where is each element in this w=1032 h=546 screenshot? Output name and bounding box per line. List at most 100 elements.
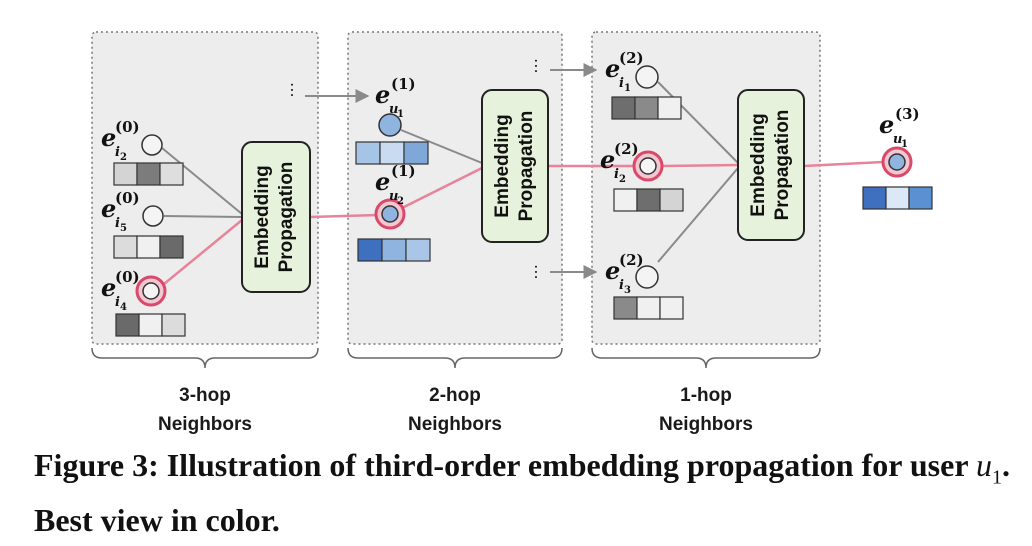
svg-text:e: e <box>375 167 390 196</box>
edge-u1-to-box2 <box>400 129 483 164</box>
svg-text:(0): (0) <box>115 189 140 207</box>
edge-i4-to-box1 <box>163 219 243 285</box>
edge-u2-to-box2 <box>401 166 483 210</box>
svg-text:(1): (1) <box>391 162 416 180</box>
vector-i3-2 <box>613 296 684 320</box>
caption-suffix: . Best view in color. <box>34 447 1010 539</box>
node-i5-0 <box>142 205 164 227</box>
edge-box3-to-u1 <box>803 160 884 168</box>
label-e-i5-0: e i 5 (0) <box>101 189 140 234</box>
svg-text:5: 5 <box>120 223 127 234</box>
propagation-box-2: Embedding Propagation <box>481 89 549 243</box>
node-u2-1-highlight <box>374 198 406 230</box>
svg-text:e: e <box>375 80 390 109</box>
brace-3hop <box>91 347 319 369</box>
svg-text:(2): (2) <box>619 49 644 67</box>
label-e-i1-2: e i 1 (2) <box>605 49 644 94</box>
vector-u2-1 <box>357 238 431 262</box>
edge-i2-to-box1 <box>161 147 243 215</box>
vector-i5-0 <box>113 235 184 259</box>
svg-text:4: 4 <box>120 302 127 313</box>
svg-text:(3): (3) <box>895 105 920 123</box>
node-i2-2-highlight <box>632 150 664 182</box>
vector-u1-1 <box>355 141 429 165</box>
propagation-box-2-line2: Propagation <box>516 111 537 222</box>
svg-text:e: e <box>605 256 620 285</box>
svg-text:u: u <box>389 102 398 117</box>
label-e-i2-2: e i 2 (2) <box>600 140 639 185</box>
edge-i1-to-box3 <box>657 81 739 164</box>
svg-text:1: 1 <box>901 139 908 150</box>
svg-text:u: u <box>389 189 398 204</box>
brace-2hop <box>347 347 563 369</box>
svg-text:2: 2 <box>397 196 404 207</box>
figure-caption: Figure 3: Illustration of third-order em… <box>34 444 1014 542</box>
hop-label-3hop-line1: 3-hop <box>179 385 231 406</box>
hop-label-3hop-line2: Neighbors <box>158 414 252 435</box>
hop-label-1hop-line2: Neighbors <box>659 414 753 435</box>
propagation-box-1: Embedding Propagation <box>241 141 311 293</box>
node-u1-1 <box>378 113 402 137</box>
svg-text:i: i <box>115 216 120 231</box>
svg-text:e: e <box>605 54 620 83</box>
ellipsis-2hop-top: ⋯ <box>527 58 546 74</box>
propagation-diagram: 3-hop Neighbors 2-hop Neighbors 1-hop Ne… <box>91 31 933 435</box>
caption-math-user: u1 <box>975 447 1002 489</box>
node-i1-2 <box>635 65 659 89</box>
ellipsis-3hop: ⋯ <box>283 82 302 98</box>
label-e-i3-2: e i 3 (2) <box>605 251 644 296</box>
hop-label-2hop-line1: 2-hop <box>429 385 481 406</box>
svg-text:(1): (1) <box>391 75 416 93</box>
svg-text:(0): (0) <box>115 268 140 286</box>
svg-text:e: e <box>879 110 894 139</box>
svg-text:i: i <box>619 278 624 293</box>
svg-text:i: i <box>115 145 120 160</box>
caption-prefix: Figure 3: Illustration of third-order em… <box>34 447 968 483</box>
edge-i3-to-box3 <box>657 167 739 263</box>
vector-i2-2 <box>613 188 684 212</box>
svg-text:1: 1 <box>624 83 631 94</box>
svg-text:e: e <box>101 273 116 302</box>
label-e-u1-1: e u 1 (1) <box>375 75 416 120</box>
vector-i1-2 <box>611 96 682 120</box>
node-i4-0-highlight <box>135 275 167 307</box>
propagation-box-2-line1: Embedding <box>492 114 513 217</box>
svg-text:e: e <box>600 145 615 174</box>
label-e-u1-3: e u 1 (3) <box>879 105 920 150</box>
edge-box1-to-u2 <box>309 213 379 219</box>
vector-i2-0 <box>113 162 184 186</box>
vector-u1-3 <box>862 186 933 210</box>
ellipsis-2hop-bottom: ⋯ <box>527 264 546 280</box>
propagation-box-1-line2: Propagation <box>276 162 297 273</box>
svg-text:i: i <box>115 295 120 310</box>
svg-text:i: i <box>614 167 619 182</box>
svg-text:(0): (0) <box>115 118 140 136</box>
svg-text:e: e <box>101 123 116 152</box>
hop-label-2hop-line2: Neighbors <box>408 414 502 435</box>
svg-text:2: 2 <box>619 174 626 185</box>
propagation-box-3-line1: Embedding <box>748 113 769 216</box>
label-e-i4-0: e i 4 (0) <box>101 268 140 313</box>
node-i3-2 <box>635 265 659 289</box>
vector-i4-0 <box>115 313 186 337</box>
svg-text:u: u <box>893 132 902 147</box>
label-e-u2-1: e u 2 (1) <box>375 162 416 207</box>
svg-text:i: i <box>619 76 624 91</box>
propagation-box-3: Embedding Propagation <box>737 89 805 241</box>
node-u1-3-highlight <box>881 146 913 178</box>
hop-label-1hop-line1: 1-hop <box>680 385 732 406</box>
svg-text:3: 3 <box>624 285 631 296</box>
svg-text:e: e <box>101 194 116 223</box>
edge-i5-to-box1 <box>163 215 243 218</box>
edge-i2-to-box3 <box>662 163 739 168</box>
label-e-i2-0: e i 2 (0) <box>101 118 140 163</box>
brace-1hop <box>591 347 821 369</box>
propagation-box-3-line2: Propagation <box>772 110 793 221</box>
svg-text:(2): (2) <box>619 251 644 269</box>
svg-text:2: 2 <box>120 152 127 163</box>
svg-text:(2): (2) <box>614 140 639 158</box>
propagation-box-1-line1: Embedding <box>252 165 273 268</box>
node-i2-0 <box>141 134 163 156</box>
svg-text:1: 1 <box>397 109 404 120</box>
